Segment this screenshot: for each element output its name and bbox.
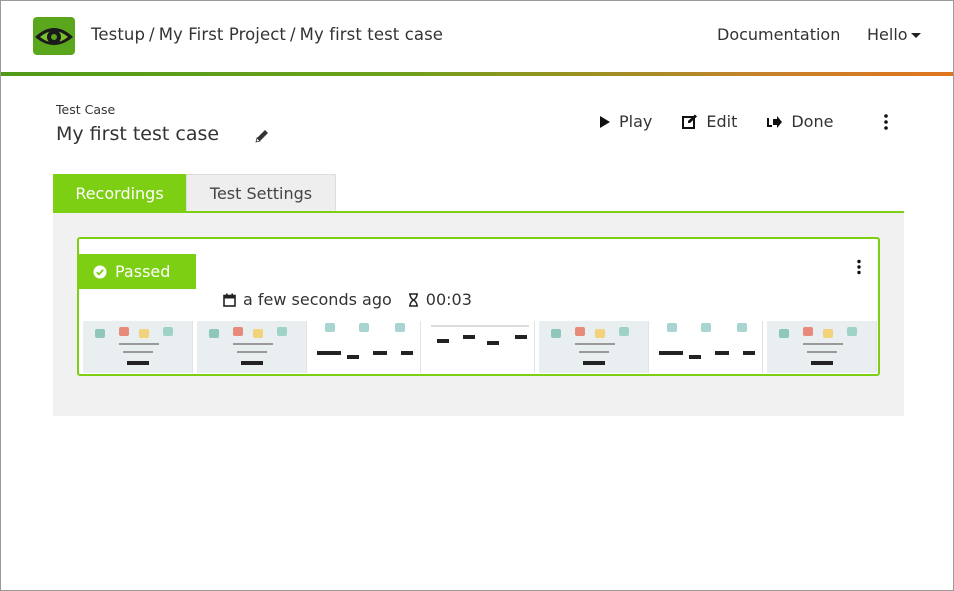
done-button-label: Done — [791, 112, 834, 131]
status-badge: Passed — [79, 254, 196, 289]
calendar-icon — [223, 293, 236, 307]
header-accent-line — [1, 72, 953, 76]
thumbnail-step-5[interactable] — [539, 321, 649, 373]
recording-meta: a few seconds ago 00:03 — [223, 290, 488, 309]
tab-recordings[interactable]: Recordings — [53, 174, 186, 212]
documentation-link[interactable]: Documentation — [717, 25, 841, 44]
page-title: My first test case — [56, 123, 220, 145]
pencil-icon[interactable] — [254, 128, 270, 144]
hourglass-icon — [408, 292, 418, 307]
recording-card[interactable]: Passed a few seconds ago 00:03 — [77, 237, 880, 376]
edit-button-label: Edit — [706, 112, 738, 131]
thumbnail-step-3[interactable] — [311, 321, 421, 373]
recording-time-ago: a few seconds ago — [243, 290, 392, 309]
tab-bar: Recordings Test Settings — [53, 174, 336, 212]
eye-logo-icon[interactable] — [33, 17, 75, 55]
breadcrumb-item-app[interactable]: Testup — [91, 25, 146, 44]
recording-date: a few seconds ago — [223, 290, 392, 309]
done-button[interactable]: Done — [767, 112, 833, 131]
breadcrumb-item-project[interactable]: My First Project — [158, 25, 286, 44]
thumbnail-step-4[interactable] — [425, 321, 535, 373]
more-options-icon[interactable] — [881, 113, 891, 131]
breadcrumb: Testup/My First Project/My first test ca… — [91, 25, 443, 44]
status-label: Passed — [115, 262, 171, 281]
check-circle-icon — [93, 265, 107, 278]
edit-button[interactable]: Edit — [682, 112, 737, 131]
caret-down-icon — [910, 33, 921, 38]
done-icon — [767, 115, 783, 128]
play-button[interactable]: Play — [599, 112, 652, 131]
thumbnail-step-1[interactable] — [83, 321, 193, 373]
top-navbar: Testup/My First Project/My first test ca… — [1, 1, 953, 72]
test-case-actions: Play Edit Done — [599, 112, 863, 131]
recording-duration: 00:03 — [408, 290, 472, 309]
user-menu-dropdown[interactable]: Hello — [867, 25, 921, 44]
recording-duration-value: 00:03 — [425, 290, 472, 309]
breadcrumb-item-test-case[interactable]: My first test case — [299, 25, 444, 44]
thumbnail-step-2[interactable] — [197, 321, 307, 373]
user-menu-label: Hello — [867, 25, 908, 44]
thumbnail-step-6[interactable] — [653, 321, 763, 373]
thumbnail-step-7[interactable] — [767, 321, 877, 373]
breadcrumb-separator: / — [289, 25, 296, 44]
recording-thumbnails — [79, 321, 878, 374]
breadcrumb-separator: / — [149, 25, 155, 44]
play-icon — [600, 115, 610, 128]
tab-underline — [53, 211, 904, 213]
tab-test-settings[interactable]: Test Settings — [186, 174, 336, 212]
recording-more-icon[interactable] — [855, 259, 863, 275]
edit-icon — [682, 114, 698, 129]
play-button-label: Play — [619, 112, 653, 131]
section-label: Test Case — [56, 102, 116, 117]
